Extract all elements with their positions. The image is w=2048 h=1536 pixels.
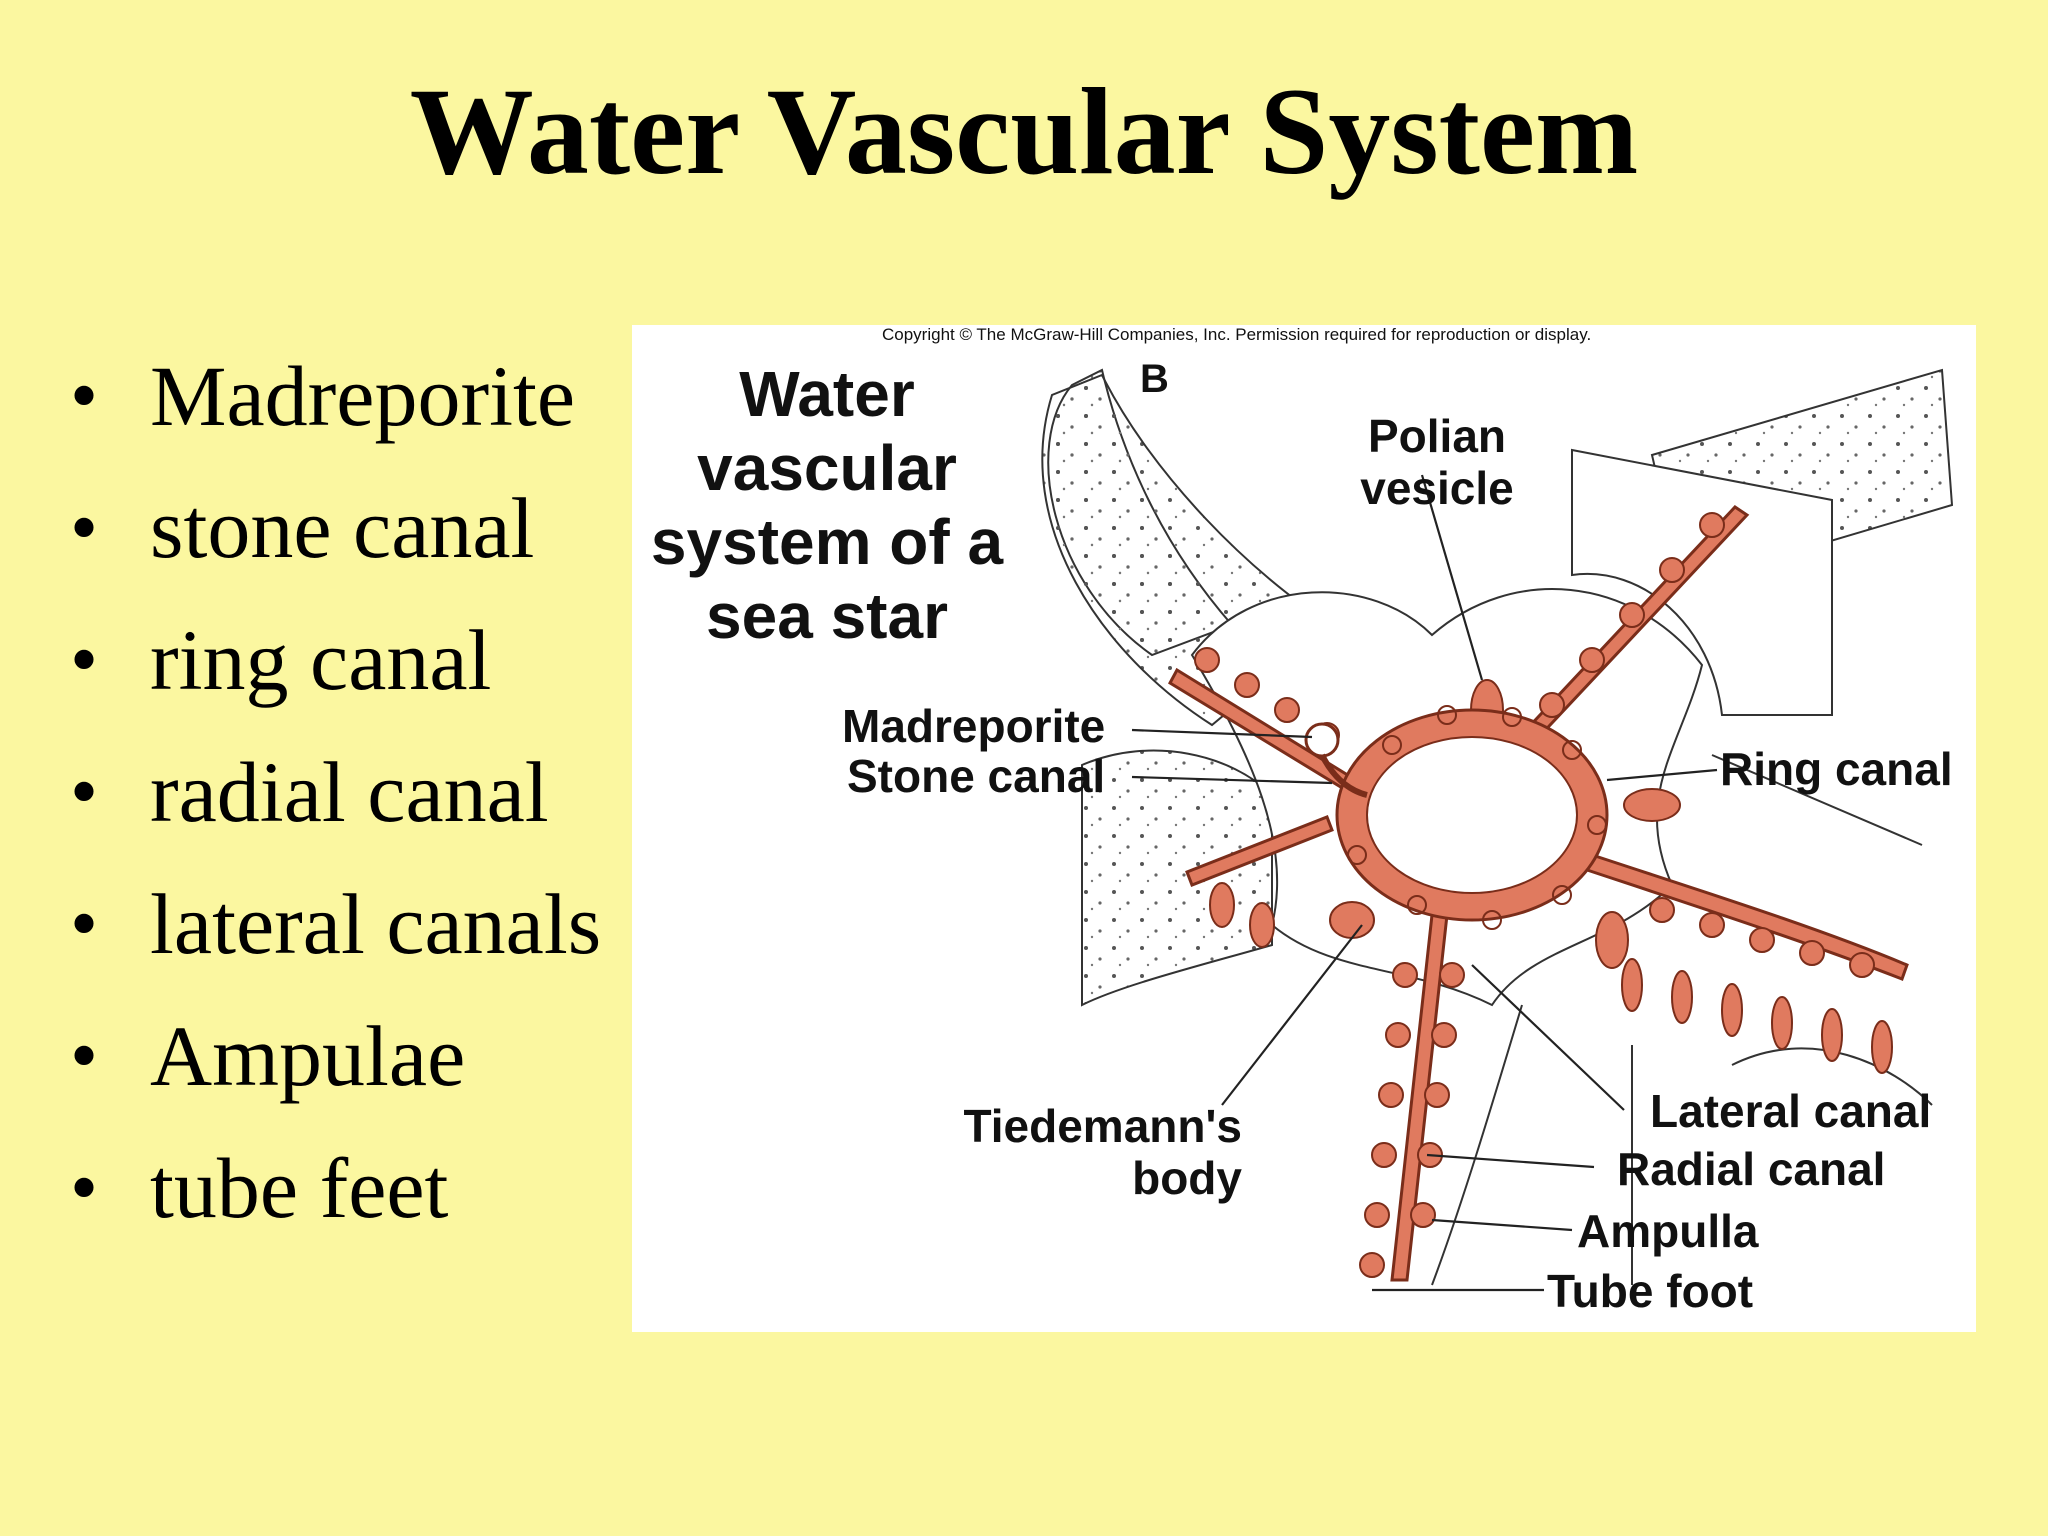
leader-tiedemann [1221, 924, 1363, 1106]
leader-ring [1606, 768, 1718, 782]
bullet-dot: • [70, 616, 99, 704]
bullet-text: lateral canals [150, 876, 602, 972]
madreporite-shape [1304, 722, 1340, 758]
radial-canal-left [1185, 815, 1334, 887]
bullet-dot: • [70, 484, 99, 572]
label-ampulla: Ampulla [1577, 1205, 1759, 1257]
arm-outline-right [1431, 754, 1933, 1286]
label-madreporite: Madreporite [842, 700, 1106, 752]
bullet-item: • stone canal [70, 462, 630, 594]
label-lateral-canal: Lateral canal [1650, 1085, 1932, 1137]
label-ring-canal: Ring canal [1720, 743, 1953, 795]
arm-left [1081, 749, 1273, 1007]
leader-polian [1420, 474, 1484, 681]
label-radial-canal: Radial canal [1617, 1143, 1886, 1195]
label-tiedemanns-body: Tiedemann's body [963, 1100, 1242, 1204]
bullet-dot: • [70, 1012, 99, 1100]
stone-canal-shape [1319, 753, 1368, 798]
panel-letter: B [1140, 357, 1169, 401]
bullet-item: • lateral canals [70, 858, 630, 990]
bullet-item: • Madreporite [70, 330, 630, 462]
leader-radial [1426, 1153, 1595, 1169]
sea-star-diagram [1041, 368, 1954, 1292]
leader-stone [1131, 775, 1333, 785]
label-tube-foot: Tube foot [1547, 1265, 1754, 1317]
bullet-text: tube feet [150, 1140, 449, 1236]
ring-canal-lumen [1366, 736, 1578, 894]
leader-ampulla [1431, 1218, 1573, 1232]
figure-title: Water vascular system of a sea star [650, 358, 1004, 652]
label-stone-canal: Stone canal [847, 750, 1106, 802]
bullet-item: • tube feet [70, 1122, 630, 1254]
bullet-text: ring canal [150, 612, 492, 708]
sea-star-figure: Copyright © The McGraw-Hill Companies, I… [632, 325, 1976, 1332]
bullet-item: • ring canal [70, 594, 630, 726]
bullet-dot: • [70, 1144, 99, 1232]
arm-section-box [1571, 448, 1833, 716]
bullet-item: • radial canal [70, 726, 630, 858]
leader-madreporite [1131, 728, 1313, 739]
bullet-text: Madreporite [150, 348, 576, 444]
bullet-list: • Madreporite • stone canal • ring canal • r… [70, 330, 630, 1254]
bullet-dot: • [70, 352, 99, 440]
bullet-text: Ampulae [150, 1008, 466, 1104]
label-polian-vesicle: Polian vesicle [1360, 410, 1514, 514]
bullet-dot: • [70, 880, 99, 968]
bullet-dot: • [70, 748, 99, 836]
bullet-text: radial canal [150, 744, 549, 840]
slide-title: Water Vascular System [409, 63, 1639, 200]
bullet-text: stone canal [150, 480, 535, 576]
leader-lateral [1471, 964, 1625, 1111]
bullet-item: • Ampulae [70, 990, 630, 1122]
copyright-notice: Copyright © The McGraw-Hill Companies, I… [882, 325, 1592, 344]
